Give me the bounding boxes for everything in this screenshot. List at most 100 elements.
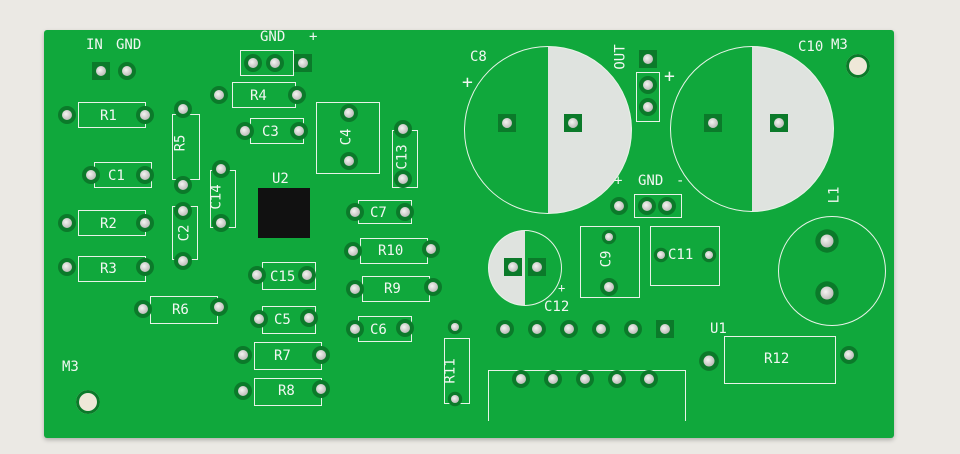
header-pad xyxy=(624,320,642,338)
r2-label: R2 xyxy=(100,216,117,232)
l1-label: L1 xyxy=(826,186,843,204)
mounting-hole-label-bottom: M3 xyxy=(62,359,79,375)
c5-pad xyxy=(300,309,318,327)
u2-label: U2 xyxy=(272,171,289,187)
supply-pad-1 xyxy=(610,197,628,215)
header-pad-1 xyxy=(656,320,674,338)
r4-pad xyxy=(288,86,306,104)
c11-pad xyxy=(653,247,669,263)
pcb-board: M3 M3 IN GND GND + R1 R4 C3 R5 C4 C13 C1 xyxy=(44,30,894,438)
c9-pad xyxy=(601,229,617,245)
supply-label-gnd: GND xyxy=(638,173,664,189)
mounting-hole-top-right xyxy=(846,54,870,78)
c4-outline xyxy=(316,102,380,174)
mounting-hole-label-top: M3 xyxy=(831,37,848,53)
c8-pad xyxy=(498,114,516,132)
power-label-gnd: GND xyxy=(260,29,286,45)
c8-pad xyxy=(564,114,582,132)
c15-pad xyxy=(298,266,316,284)
r3-pad xyxy=(136,258,154,276)
c2-pad xyxy=(174,202,192,220)
r6-pad xyxy=(210,298,228,316)
header-pad xyxy=(528,320,546,338)
c6-label: C6 xyxy=(370,322,387,338)
r4-label: R4 xyxy=(250,88,267,104)
l1-footprint xyxy=(778,216,886,326)
r12-label: R12 xyxy=(764,351,790,367)
c12-pad xyxy=(528,258,546,276)
c14-pad xyxy=(212,214,230,232)
c12-pad xyxy=(504,258,522,276)
c7-pad xyxy=(346,203,364,221)
r5-pad xyxy=(174,100,192,118)
c4-pad xyxy=(340,104,358,122)
c12-plus-mark: + xyxy=(558,281,566,295)
c10-pad xyxy=(704,114,722,132)
r1-pad xyxy=(58,106,76,124)
c8-plus-mark: + xyxy=(462,72,473,93)
header-pad xyxy=(544,370,562,388)
c3-pad xyxy=(236,122,254,140)
c7-label: C7 xyxy=(370,205,387,221)
r7-pad xyxy=(312,346,330,364)
r10-pad xyxy=(422,240,440,258)
c14-label: C14 xyxy=(208,184,225,210)
header-pad xyxy=(560,320,578,338)
c10-pad xyxy=(770,114,788,132)
header-pad xyxy=(496,320,514,338)
r9-pad xyxy=(424,278,442,296)
c5-pad xyxy=(250,310,268,328)
c8-footprint xyxy=(464,46,632,214)
c10-label: C10 xyxy=(798,39,824,55)
c1-label: C1 xyxy=(108,168,125,184)
c3-label: C3 xyxy=(262,124,279,140)
supply-pad-3 xyxy=(658,197,676,215)
c7-pad xyxy=(396,203,414,221)
r10-label: R10 xyxy=(378,243,404,259)
header-pad xyxy=(576,370,594,388)
c6-pad xyxy=(346,320,364,338)
out-pad-3 xyxy=(639,98,657,116)
input-label-in: IN xyxy=(86,37,103,53)
c2-pad xyxy=(174,252,192,270)
header-pad xyxy=(512,370,530,388)
out-pad-2 xyxy=(639,76,657,94)
c9-outline xyxy=(580,226,640,298)
r1-pad xyxy=(136,106,154,124)
c4-label: C4 xyxy=(338,128,355,146)
supply-connector-outline xyxy=(634,194,682,218)
r3-label: R3 xyxy=(100,261,117,277)
out-label: OUT xyxy=(612,44,629,70)
c13-label: C13 xyxy=(394,144,411,170)
c10-footprint xyxy=(670,46,834,212)
header-pad xyxy=(592,320,610,338)
c14-pad xyxy=(212,160,230,178)
power-pad-3 xyxy=(294,54,312,72)
r12-outline xyxy=(724,336,836,384)
r3-pad xyxy=(58,258,76,276)
c13-pad xyxy=(394,120,412,138)
c1-pad xyxy=(82,166,100,184)
c12-label: C12 xyxy=(544,299,570,315)
r11-label: R11 xyxy=(442,358,459,384)
r8-label: R8 xyxy=(278,383,295,399)
supply-pad-2 xyxy=(638,197,656,215)
c4-pad xyxy=(340,152,358,170)
r12-pad xyxy=(840,346,858,364)
c6-pad xyxy=(396,319,414,337)
c5-label: C5 xyxy=(274,312,291,328)
u2-chip xyxy=(258,188,310,238)
out-connector-outline xyxy=(636,72,660,122)
input-pad-2 xyxy=(118,62,136,80)
r8-pad xyxy=(234,382,252,400)
r4-pad xyxy=(210,86,228,104)
r7-label: R7 xyxy=(274,348,291,364)
c13-pad xyxy=(394,170,412,188)
r11-pad xyxy=(447,391,463,407)
c11-pad xyxy=(701,247,717,263)
r2-pad xyxy=(58,214,76,232)
r9-label: R9 xyxy=(384,281,401,297)
mounting-hole-bottom-left xyxy=(76,390,100,414)
l1-pad xyxy=(815,281,839,305)
c9-pad xyxy=(600,278,618,296)
